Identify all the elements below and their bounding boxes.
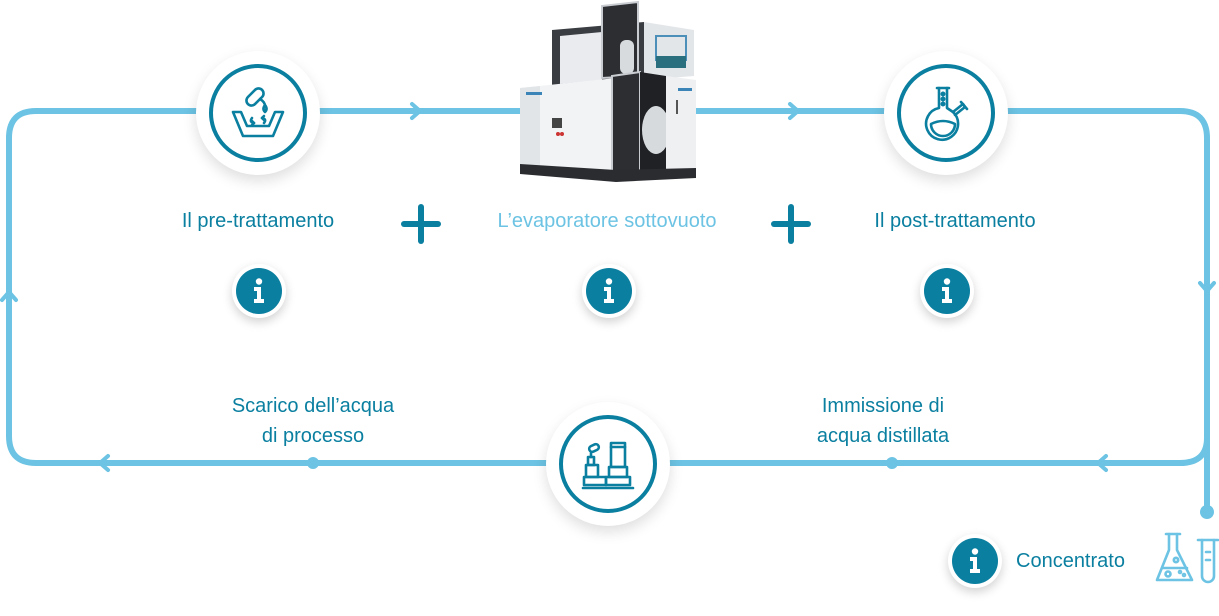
posttreatment-ring (897, 64, 995, 162)
flow-node-dot (886, 457, 898, 469)
arrow-down-right (1198, 281, 1216, 293)
pretreatment-info-button[interactable] (232, 264, 286, 318)
plus-icon (771, 204, 811, 244)
arrow-right-1 (410, 102, 422, 120)
pretreatment-ring (209, 64, 307, 162)
plant-ring (559, 415, 657, 513)
distilled-label-line2: acqua distillata (816, 425, 950, 447)
flow-line-bottom (6, 297, 1210, 466)
posttreatment-info-button[interactable] (920, 264, 974, 318)
discharge-label-line1: Scarico dell’acqua (231, 395, 395, 417)
arrow-right-2 (788, 102, 800, 120)
round-flask-icon (924, 86, 969, 141)
posttreatment-label: Il post-trattamento (874, 210, 1036, 232)
distilled-label-line1: Immissione di (821, 395, 945, 417)
distilled-water-label: Immissione di acqua distillata (770, 391, 996, 451)
flask-tube-icon (1155, 532, 1219, 584)
posttreatment-node (884, 51, 1008, 175)
factory-icon (581, 441, 635, 490)
info-icon (970, 548, 980, 573)
plant-node (546, 402, 670, 526)
arrow-left-bottom-right (1096, 454, 1108, 472)
evaporator-info-button[interactable] (582, 264, 636, 318)
info-icon (942, 278, 952, 303)
plus-icon (401, 204, 441, 244)
info-icon (254, 278, 264, 303)
vacuum-evaporator-machine-image (520, 0, 696, 182)
arrow-up-left (0, 290, 18, 302)
basin-chemical-icon (231, 87, 285, 138)
pretreatment-label: Il pre-trattamento (181, 210, 335, 232)
info-icon (604, 278, 614, 303)
evaporator-label: L’evaporatore sottovuoto (497, 210, 717, 232)
concentrate-info-button[interactable] (948, 534, 1002, 588)
discharge-label: Scarico dell’acqua di processo (200, 391, 426, 451)
flow-node-dot (307, 457, 319, 469)
pretreatment-node (196, 51, 320, 175)
concentrate-label: Concentrato (1016, 550, 1125, 572)
arrow-left-bottom-left (98, 454, 110, 472)
flow-end-dot (1200, 505, 1214, 519)
discharge-label-line2: di processo (261, 425, 365, 447)
